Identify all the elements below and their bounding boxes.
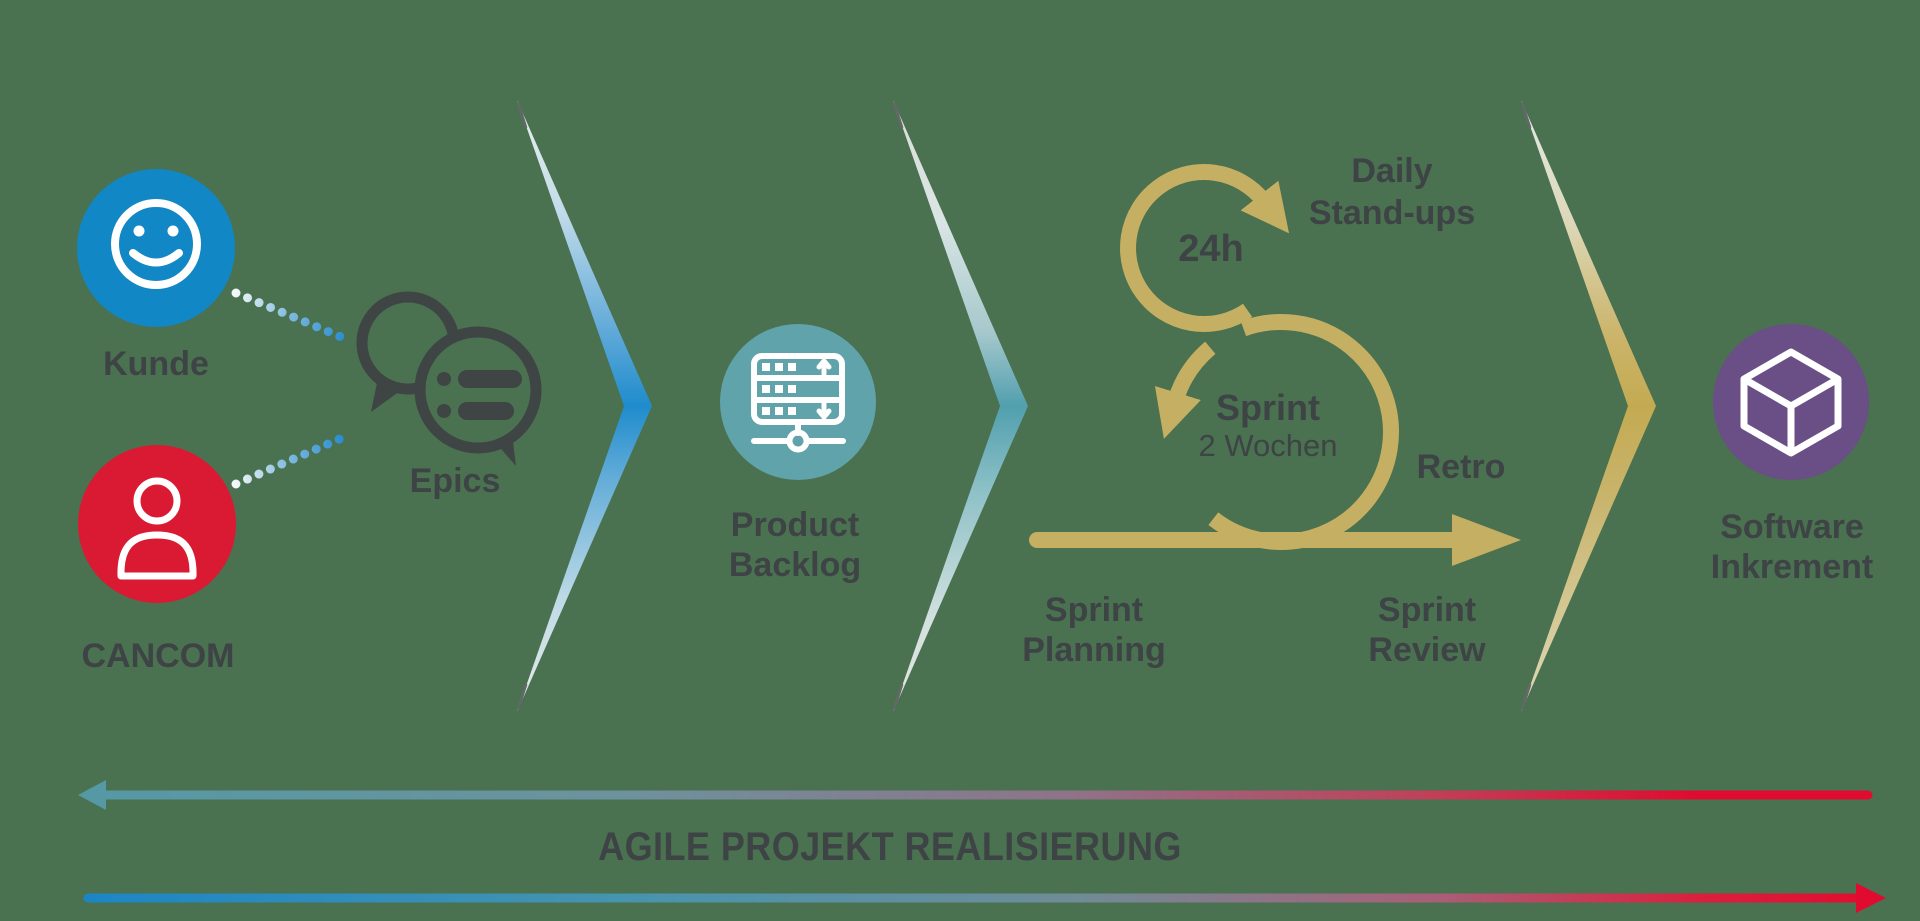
timeline-arrow-right <box>83 883 1886 913</box>
person-icon <box>117 477 197 580</box>
dotted-line-cancom-epics <box>231 432 349 489</box>
daily-standups-label-line2: Stand-ups <box>1308 194 1476 232</box>
smiley-icon <box>111 199 201 289</box>
product-backlog-label-line1: Product <box>730 506 860 544</box>
sprint-review-label-line1: Sprint <box>1377 591 1477 629</box>
kunde-label: Kunde <box>103 345 209 383</box>
timeline-arrow-left <box>78 780 1873 810</box>
cancom-label: CANCOM <box>81 637 235 675</box>
increment-circle <box>1713 324 1869 480</box>
sprint-planning-label: Sprint Planning <box>1022 590 1166 670</box>
product-backlog-circle <box>720 324 876 480</box>
sprint-loop <box>1029 164 1521 566</box>
daily-standups-label: Daily Stand-ups <box>1309 150 1475 234</box>
server-icon <box>751 353 846 453</box>
sprint-planning-label-line2: Planning <box>1022 631 1166 669</box>
sprint-planning-label-line1: Sprint <box>1044 591 1144 629</box>
sprint-timeline-arrowhead <box>1452 514 1521 566</box>
daily-loop-arrow <box>1120 164 1290 332</box>
sprint-label: Sprint 2 Wochen <box>1198 388 1337 464</box>
chevron-3 <box>1520 100 1656 712</box>
software-increment-label: Software Inkrement <box>1711 507 1874 587</box>
product-backlog-label: Product Backlog <box>729 505 861 585</box>
chevron-2 <box>892 100 1028 712</box>
dotted-line-kunde-epics <box>231 288 351 344</box>
daily-standups-label-line1: Daily <box>1351 152 1433 190</box>
software-increment-label-line1: Software <box>1720 508 1864 546</box>
sprint-duration-label: 2 Wochen <box>1198 428 1338 463</box>
daily-interval-label: 24h <box>1178 228 1244 270</box>
retro-label: Retro <box>1416 448 1506 486</box>
chat-bubbles-icon <box>356 291 542 466</box>
epics-label: Epics <box>409 462 501 500</box>
sprint-label-name: Sprint <box>1215 387 1320 428</box>
sprint-entry-arrow <box>1154 341 1216 439</box>
cancom-circle <box>78 445 236 603</box>
cube-icon <box>1740 348 1842 457</box>
chevron-1 <box>516 100 652 712</box>
software-increment-label-line2: Inkrement <box>1710 548 1874 586</box>
product-backlog-label-line2: Backlog <box>728 546 862 584</box>
footer-caption: AGILE PROJEKT REALISIERUNG <box>598 825 1182 869</box>
kunde-circle <box>77 169 235 327</box>
sprint-review-label: Sprint Review <box>1368 590 1485 670</box>
sprint-review-label-line2: Review <box>1368 631 1486 669</box>
